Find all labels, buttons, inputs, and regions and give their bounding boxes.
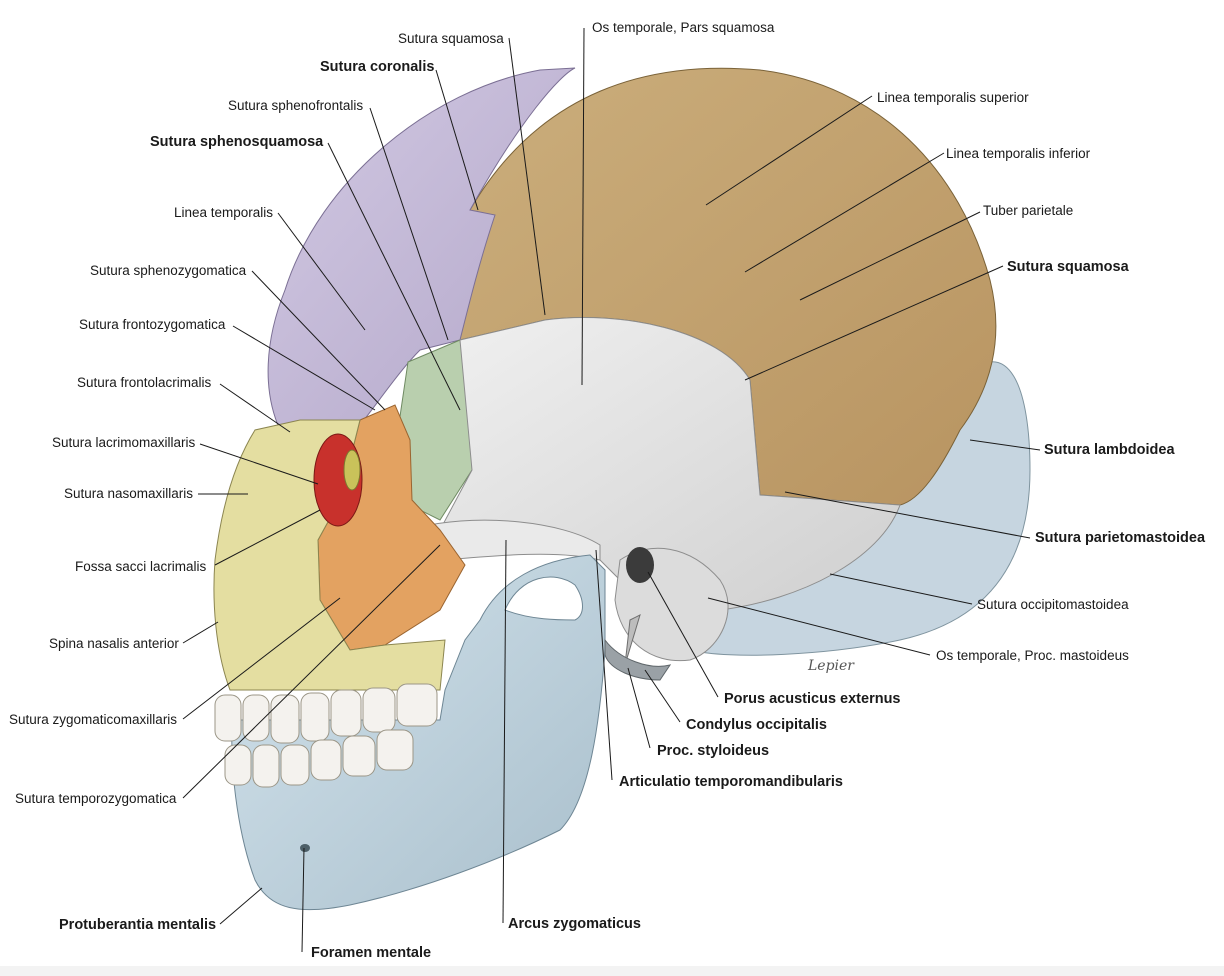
label-sutura-sphenozygomatica: Sutura sphenozygomatica <box>90 263 247 278</box>
label-fossa-sacci-lacrimalis: Fossa sacci lacrimalis <box>75 559 207 574</box>
mandibula <box>231 554 606 911</box>
label-protuberantia-mentalis: Protuberantia mentalis <box>59 917 217 933</box>
maxilla <box>213 419 446 691</box>
label-condylus-occipitalis: Condylus occipitalis <box>686 717 827 733</box>
label-sutura-occipitomastoidea: Sutura occipitomastoidea <box>977 597 1129 612</box>
label-sutura-zygomaticomaxillaris: Sutura zygomaticomaxillaris <box>9 712 178 727</box>
foramen-mentale-shape <box>300 844 310 852</box>
label-sutura-lambdoidea: Sutura lambdoidea <box>1044 442 1175 458</box>
label-articulatio-temporomandibularis: Articulatio temporomandibularis <box>619 774 843 790</box>
label-linea-temporalis-superior: Linea temporalis superior <box>877 90 1029 105</box>
dentes <box>214 683 438 788</box>
condylus-occipitalis-shape <box>604 638 672 681</box>
label-sutura-sphenosquamosa: Sutura sphenosquamosa <box>150 134 324 150</box>
label-sutura-squamosa-right: Sutura squamosa <box>1007 259 1129 275</box>
porus-acusticus-shape <box>626 547 654 583</box>
arcus-zygomaticus-shape <box>429 519 601 561</box>
label-linea-temporalis: Linea temporalis <box>174 205 274 220</box>
os-ethmoidale-shape <box>343 449 361 491</box>
label-arcus-zygomaticus: Arcus zygomaticus <box>508 916 641 932</box>
label-foramen-mentale: Foramen mentale <box>311 945 432 961</box>
os-frontale <box>267 67 576 431</box>
label-sutura-sphenofrontalis: Sutura sphenofrontalis <box>228 98 364 113</box>
label-sutura-frontozygomatica: Sutura frontozygomatica <box>79 317 226 332</box>
label-sutura-temporozygomatica: Sutura temporozygomatica <box>15 791 177 806</box>
incisura-mandibulae <box>504 576 583 621</box>
label-tuber-parietale: Tuber parietale <box>983 203 1074 218</box>
label-sutura-parietomastoidea: Sutura parietomastoidea <box>1035 530 1206 546</box>
bottom-strip <box>0 966 1224 976</box>
leader-lines <box>182 27 1041 953</box>
label-proc-styloideus: Proc. styloideus <box>657 743 770 759</box>
label-porus-acusticus-externus: Porus acusticus externus <box>724 691 901 707</box>
label-sutura-coronalis: Sutura coronalis <box>320 59 435 75</box>
signature: Lepier <box>807 658 855 674</box>
label-sutura-nasomaxillaris: Sutura nasomaxillaris <box>64 486 194 501</box>
proc-styloideus-shape <box>624 614 641 666</box>
label-os-temporale-pars-squamosa: Os temporale, Pars squamosa <box>592 20 775 35</box>
label-spina-nasalis-anterior: Spina nasalis anterior <box>49 636 179 651</box>
label-sutura-lacrimomaxillaris: Sutura lacrimomaxillaris <box>52 435 196 450</box>
label-sutura-frontolacrimalis: Sutura frontolacrimalis <box>77 375 212 390</box>
label-linea-temporalis-inferior: Linea temporalis inferior <box>946 146 1091 161</box>
label-os-temporale-proc-mastoideus: Os temporale, Proc. mastoideus <box>936 648 1129 663</box>
label-sutura-squamosa-top: Sutura squamosa <box>398 31 504 46</box>
